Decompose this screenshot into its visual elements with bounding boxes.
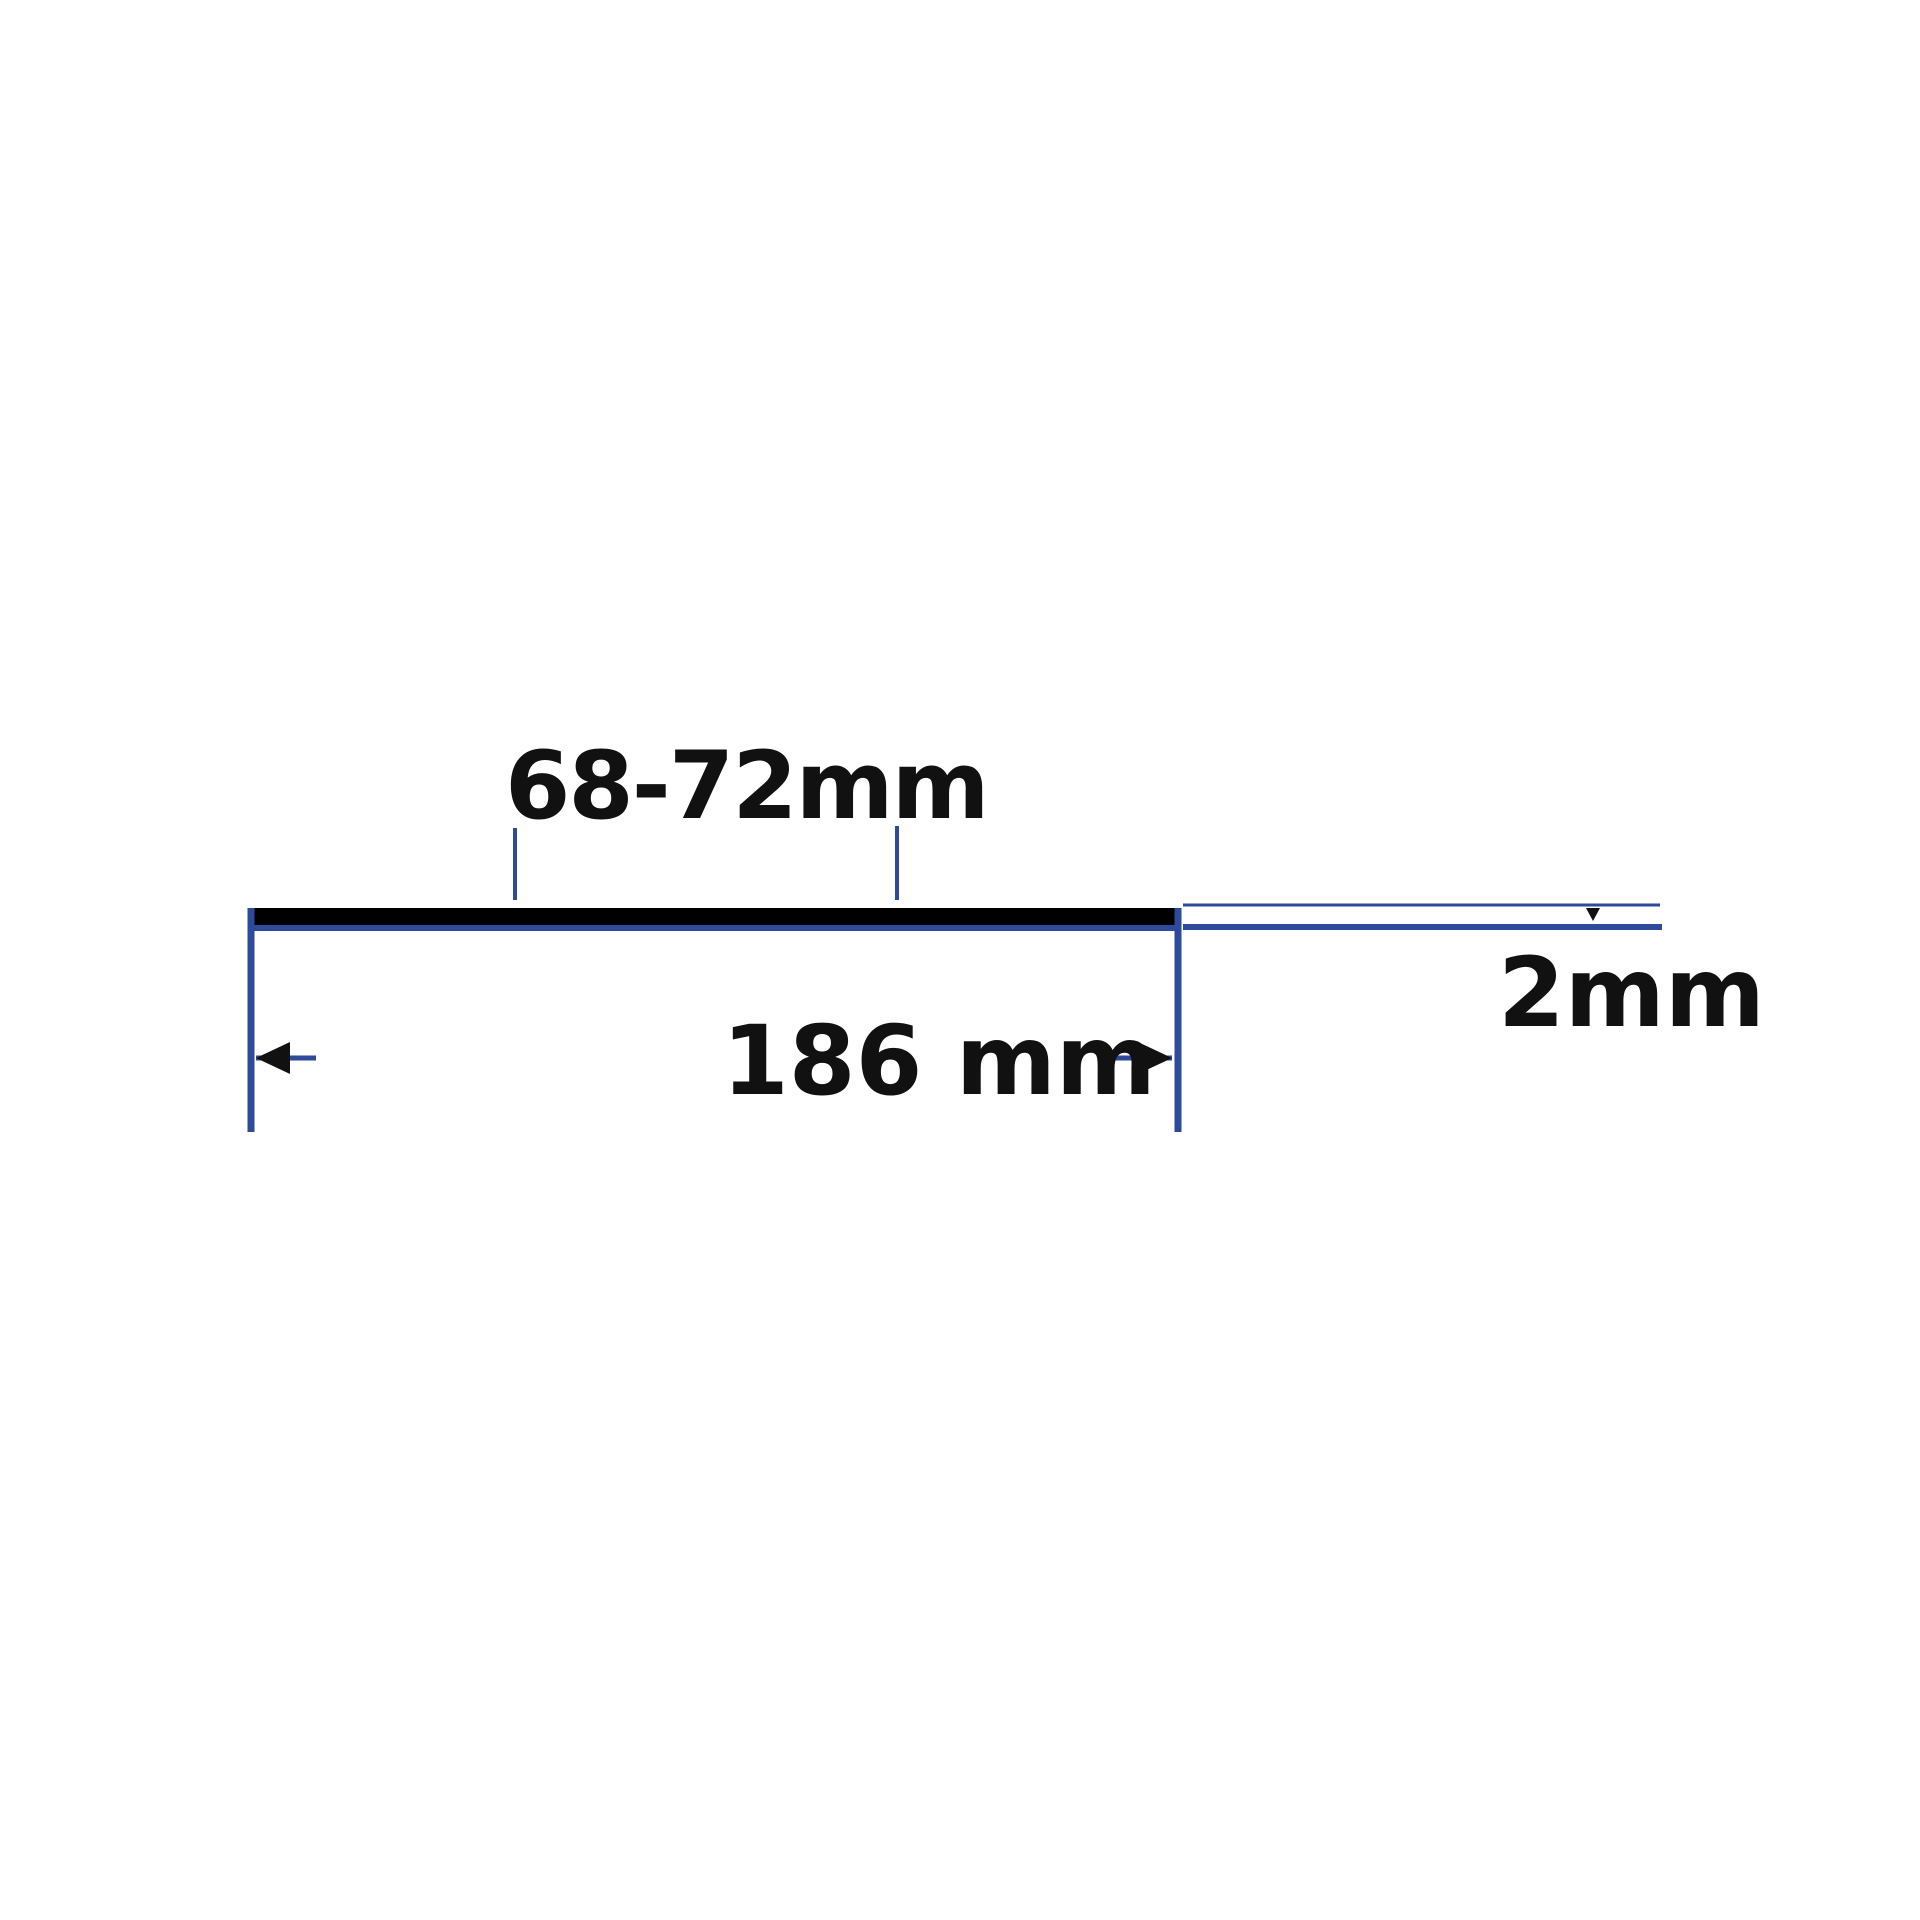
strip-bar — [251, 908, 1177, 926]
arrow-left-icon — [256, 1042, 290, 1074]
thickness-arrow-icon — [1586, 908, 1600, 921]
arrow-right-icon — [1138, 1042, 1172, 1074]
thickness-label: 2mm — [1498, 937, 1765, 1049]
length-label: 186 mm — [722, 1005, 1156, 1117]
spacing-label: 68-72mm — [505, 732, 988, 841]
